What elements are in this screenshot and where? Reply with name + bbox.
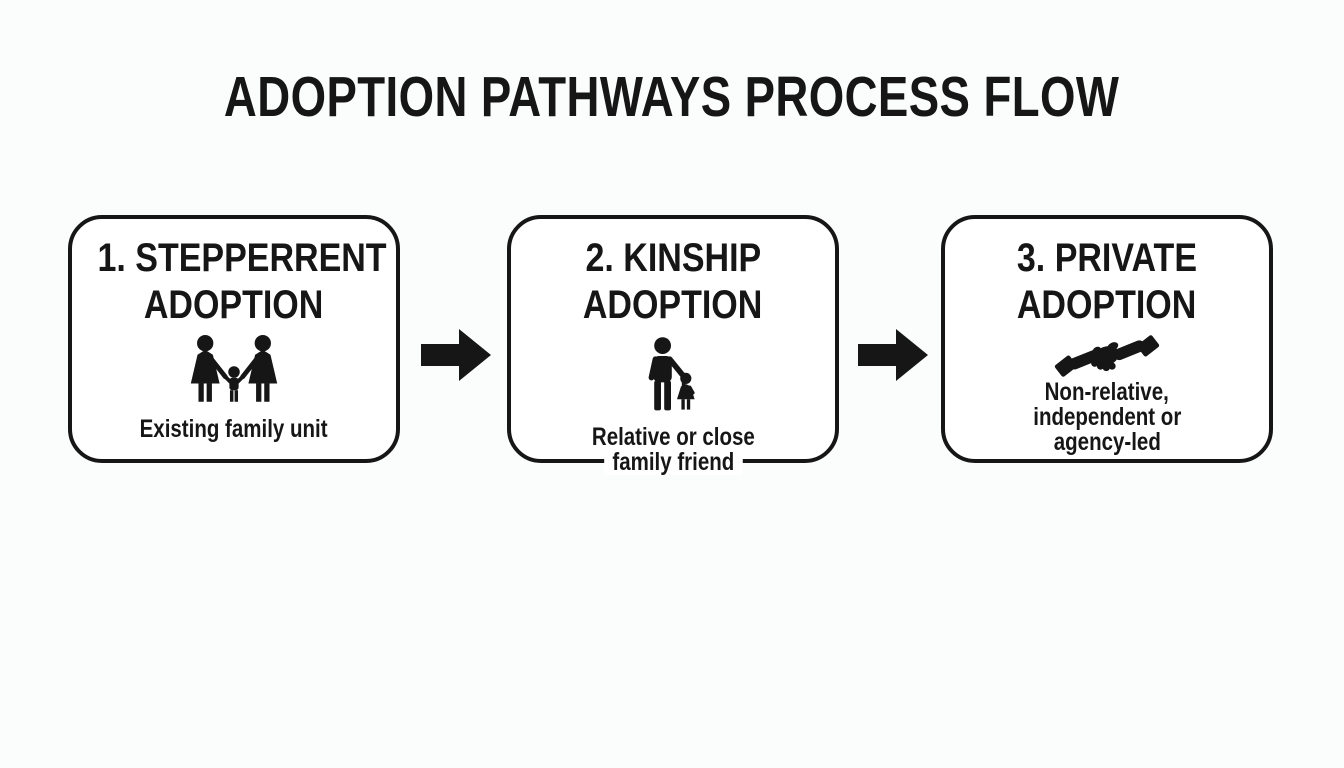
right-arrow-icon bbox=[421, 327, 491, 383]
right-arrow-icon bbox=[858, 327, 928, 383]
step-heading-line1: 3. PRIVATE bbox=[1016, 236, 1198, 280]
family-group-icon bbox=[72, 333, 396, 411]
adult-and-child-icon bbox=[511, 335, 835, 417]
flow-step-private-adoption: 3. PRIVATE ADOPTION Non-relative, indepe… bbox=[941, 215, 1273, 463]
step-caption-line2: independent or bbox=[1032, 403, 1182, 431]
flow-step-stepparent-adoption: 1. STEPPERRENT ADOPTION bbox=[68, 215, 400, 463]
step-heading: 1. STEPPERRENT ADOPTION bbox=[72, 235, 396, 329]
handshake-icon bbox=[945, 330, 1269, 382]
step-heading-line2: ADOPTION bbox=[1017, 283, 1197, 327]
flow-step-kinship-adoption: 2. KINSHIP ADOPTION Relative or close fa bbox=[507, 215, 839, 475]
step-heading-line1: 1. STEPPERRENT bbox=[97, 236, 387, 280]
step-heading-line1: 2. KINSHIP bbox=[585, 236, 761, 280]
step-caption: Relative or close family friend bbox=[511, 425, 835, 475]
page-title: ADOPTION PATHWAYS PROCESS FLOW bbox=[0, 64, 1344, 130]
step-caption-line1: Existing family unit bbox=[140, 415, 328, 443]
step-caption-line1: Non-relative, bbox=[1044, 378, 1170, 406]
step-caption: Non-relative, independent or agency-led bbox=[945, 380, 1269, 455]
step-heading: 2. KINSHIP ADOPTION bbox=[511, 235, 835, 329]
step-heading: 3. PRIVATE ADOPTION bbox=[945, 235, 1269, 329]
page-title-text: ADOPTION PATHWAYS PROCESS FLOW bbox=[224, 65, 1120, 129]
step-caption-line3: agency-led bbox=[1053, 428, 1161, 456]
step-caption-line2: family friend bbox=[603, 450, 743, 475]
step-caption: Existing family unit bbox=[72, 417, 396, 442]
step-heading-line2: ADOPTION bbox=[583, 283, 763, 327]
step-caption-line1: Relative or close bbox=[591, 423, 755, 451]
step-heading-line2: ADOPTION bbox=[144, 283, 324, 327]
